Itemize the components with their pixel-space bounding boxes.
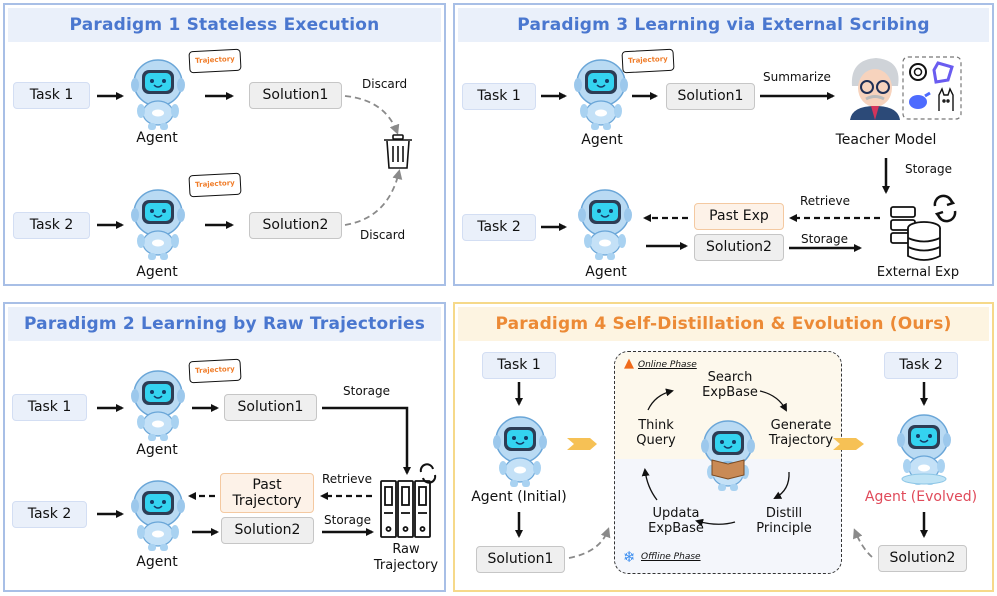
panel-1-arrows: [97, 92, 412, 229]
agent-label: Agent: [585, 264, 627, 280]
solution-1-box: Solution1: [666, 83, 755, 110]
storage-label: Storage: [324, 513, 371, 527]
trash-can-icon: [384, 134, 412, 169]
storage-label: Storage: [905, 162, 952, 176]
storage-label: Storage: [801, 232, 848, 246]
agent-label: Agent: [136, 554, 178, 570]
agent-label: Agent: [581, 132, 623, 148]
openai-icon: [909, 63, 927, 81]
teacher-avatar-icon: [850, 58, 900, 120]
step-line: Distill: [765, 506, 803, 521]
task-1-box: Task 1: [13, 82, 90, 109]
solution-2-box: Solution2: [878, 545, 967, 572]
solution-2-box: Solution2: [221, 517, 314, 544]
teacher-model-label: Teacher Model: [835, 132, 937, 148]
step-line: Search: [707, 370, 753, 385]
panel-title: Paradigm 1 Stateless Execution: [8, 8, 441, 42]
sync-icon: [419, 463, 437, 484]
step-generate-trajectory: Generate Trajectory: [765, 418, 837, 448]
past-trajectory-line2: Trajectory: [232, 493, 302, 509]
external-exp-label: External Exp: [876, 265, 960, 280]
step-line: Query: [636, 433, 676, 448]
task-2-box: Task 2: [884, 352, 958, 379]
snowflake-icon: ❄: [623, 548, 636, 566]
task-2-box: Task 2: [13, 212, 90, 239]
task-2-box: Task 2: [12, 501, 87, 528]
past-trajectory-line1: Past: [252, 477, 282, 493]
binder-files-icon: [380, 480, 431, 538]
agent-initial-label: Agent (Initial): [471, 489, 567, 505]
step-line: Generate: [770, 418, 832, 433]
task-1-box: Task 1: [482, 352, 556, 379]
step-line: Think: [638, 418, 674, 433]
step-distill-principle: Distill Principle: [750, 506, 818, 536]
past-exp-box: Past Exp: [694, 203, 784, 230]
step-line: ExpBase: [702, 385, 758, 400]
evolve-arrow-icon: [567, 438, 597, 450]
deepseek-icon: [909, 91, 931, 109]
step-search-expbase: Search ExpBase: [700, 370, 760, 400]
qwen-icon: [932, 61, 954, 84]
solution-1-box: Solution1: [224, 394, 317, 421]
past-trajectory-box: Past Trajectory: [220, 473, 314, 513]
panel-title: Paradigm 3 Learning via External Scribin…: [458, 8, 989, 42]
llama-icon: [938, 87, 954, 111]
panel-2-graphics: [97, 404, 437, 538]
evolve-arrow-icon: [833, 438, 864, 450]
discard-label: Discard: [360, 228, 406, 242]
discard-label: Discard: [362, 77, 408, 91]
fire-icon: ▲: [624, 356, 634, 371]
panel-paradigm-2: Paradigm 2 Learning by Raw Trajectories: [3, 302, 446, 592]
retrieve-label: Retrieve: [800, 194, 851, 208]
online-phase-label: Online Phase: [638, 360, 697, 370]
storage-label: Storage: [343, 384, 390, 398]
retrieve-label: Retrieve: [322, 472, 373, 486]
raw-trajectory-label-2: Trajectory: [373, 558, 439, 573]
step-line: Updata: [652, 506, 700, 521]
task-1-box: Task 1: [462, 83, 536, 110]
external-exp-database-icon: [890, 206, 941, 261]
summarize-label: Summarize: [763, 70, 831, 84]
task-1-box: Task 1: [12, 394, 87, 421]
solution-1-box: Solution1: [476, 546, 565, 573]
step-line: Trajectory: [768, 433, 834, 448]
solution-2-box: Solution2: [249, 212, 342, 239]
step-update-expbase: Updata ExpBase: [642, 506, 710, 536]
step-think-query: Think Query: [630, 418, 682, 448]
panel-3-graphics: [541, 56, 962, 261]
solution-2-box: Solution2: [694, 234, 784, 261]
agent-label: Agent: [136, 442, 178, 458]
panel-title: Paradigm 4 Self-Distillation & Evolution…: [458, 307, 989, 341]
solution-1-box: Solution1: [249, 82, 342, 109]
step-line: Principle: [756, 521, 812, 536]
task-2-box: Task 2: [462, 214, 536, 241]
agent-label: Agent: [136, 264, 178, 280]
agent-label: Agent: [136, 130, 178, 146]
panel-title: Paradigm 2 Learning by Raw Trajectories: [8, 307, 441, 341]
offline-phase-label: Offline Phase: [641, 552, 701, 562]
raw-trajectory-label-1: Raw: [392, 542, 420, 557]
agent-evolved-label: Agent (Evolved): [864, 489, 978, 505]
sync-icon: [933, 194, 957, 223]
step-line: ExpBase: [648, 521, 704, 536]
